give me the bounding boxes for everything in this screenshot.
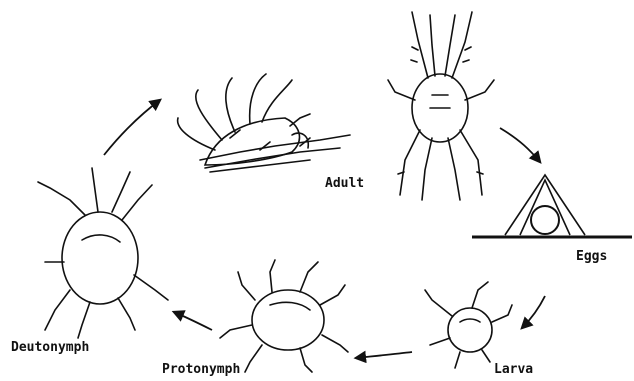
eggs-illustration	[472, 175, 632, 237]
label-protonymph: Protonymph	[162, 362, 240, 377]
label-eggs: Eggs	[576, 249, 607, 264]
label-larva: Larva	[494, 362, 533, 377]
label-adult: Adult	[325, 176, 364, 191]
arrow-eggs-to-larva	[522, 296, 545, 328]
adult-dorsal-view-illustration	[388, 12, 494, 200]
adult-side-view-illustration	[178, 74, 350, 172]
protonymph-illustration	[220, 260, 348, 372]
arrow-deutonymph-to-adult	[104, 100, 160, 155]
label-deutonymph: Deutonymph	[11, 340, 89, 355]
deutonymph-illustration	[38, 168, 168, 338]
arrow-larva-to-protonymph	[356, 352, 412, 358]
larva-illustration	[425, 282, 512, 368]
arrow-adult-to-eggs	[500, 128, 540, 162]
arrow-protonymph-to-deutonymph	[174, 312, 212, 330]
